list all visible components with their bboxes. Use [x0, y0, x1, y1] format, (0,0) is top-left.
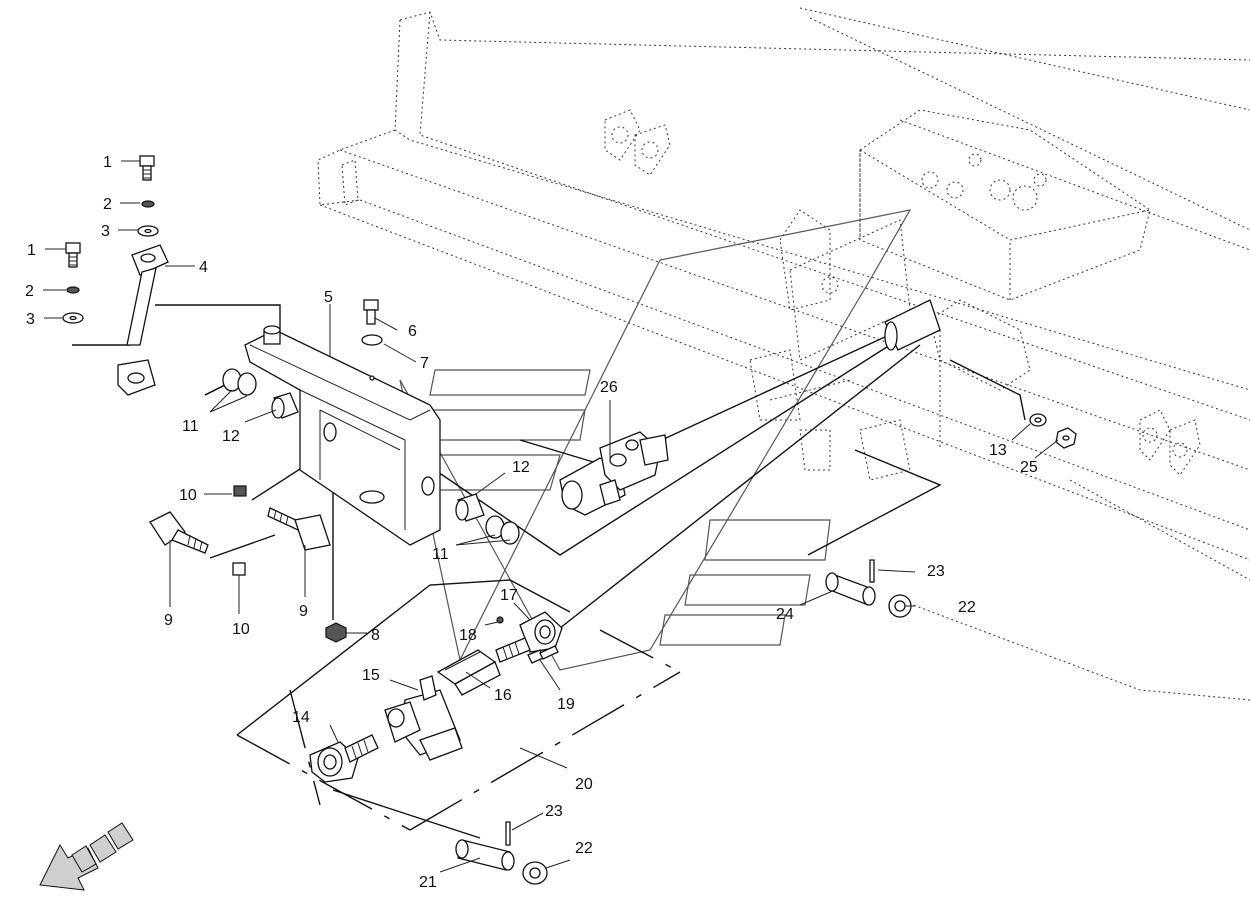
- pivot-bolt-part: [149, 507, 331, 554]
- cotter-pin-part: [505, 559, 875, 846]
- callout-11-left: 11: [182, 418, 199, 435]
- callout-7: 7: [420, 355, 429, 372]
- callout-23-bottom: 23: [545, 803, 563, 820]
- rod-end-17-part: [495, 611, 563, 663]
- callout-22-right: 22: [958, 599, 976, 616]
- callout-12-left: 12: [222, 428, 240, 445]
- callout-10-top: 10: [179, 487, 197, 504]
- leader-lines: [72, 304, 1026, 839]
- callout-8: 8: [371, 627, 380, 644]
- callout-25: 25: [1020, 459, 1038, 476]
- callout-5: 5: [324, 289, 333, 306]
- callout-9-right: 9: [299, 603, 308, 620]
- callout-10-bottom: 10: [232, 621, 250, 638]
- direction-arrow-icon: [39, 822, 134, 891]
- callout-22-bottom: 22: [575, 840, 593, 857]
- nut-25-part: [1055, 427, 1077, 449]
- callout-3-left: 3: [26, 311, 35, 328]
- callout-21: 21: [419, 874, 437, 891]
- pin-21-part: [455, 839, 515, 871]
- callout-11-right: 11: [432, 546, 449, 563]
- callout-19: 19: [557, 696, 575, 713]
- washer-13-part: [1029, 413, 1047, 427]
- bushing-part: [271, 392, 485, 522]
- adjuster-sleeve-part: [436, 649, 501, 696]
- linkage-rod-part: [117, 244, 169, 396]
- o-ring-part: [222, 368, 520, 545]
- callout-2-top: 2: [103, 196, 112, 213]
- callout-1-left: 1: [27, 242, 36, 259]
- callout-15: 15: [362, 667, 380, 684]
- callout-13: 13: [989, 442, 1007, 459]
- callout-23-right: 23: [927, 563, 945, 580]
- clamp-part: [384, 675, 463, 761]
- callout-9-left: 9: [164, 612, 173, 629]
- callout-14: 14: [292, 709, 310, 726]
- grease-nipple-part: [232, 485, 247, 576]
- callout-12-right: 12: [512, 459, 530, 476]
- washer-22-part: [522, 594, 912, 885]
- washer-part: [62, 200, 159, 324]
- shaft-stub-part: [884, 299, 941, 351]
- callout-2-left: 2: [25, 283, 34, 300]
- bracket-part: [244, 325, 441, 546]
- nut-part: [325, 622, 347, 643]
- callout-3-top: 3: [101, 223, 110, 240]
- pin-24-part: [825, 572, 876, 606]
- assembly-boundary: [236, 579, 681, 831]
- callout-4: 4: [199, 259, 208, 276]
- callout-17: 17: [500, 587, 518, 604]
- callout-6: 6: [408, 323, 417, 340]
- bolt-6-part: [361, 299, 383, 381]
- universal-joint-part: [559, 431, 669, 516]
- callout-labels: 1 2 3 1 2 3 4 5 6 7 8 9 9 10 10 11 11 12…: [25, 154, 1038, 891]
- callout-24: 24: [776, 606, 794, 623]
- callout-16: 16: [494, 687, 512, 704]
- callout-1-top: 1: [103, 154, 112, 171]
- rod-end-14-part: [309, 734, 379, 783]
- callout-20: 20: [575, 776, 593, 793]
- callout-18: 18: [459, 627, 477, 644]
- callout-leaders: [43, 160, 1059, 873]
- callout-26: 26: [600, 379, 618, 396]
- machine-frame: [317, 7, 1250, 701]
- bolt-19-part: [527, 645, 559, 664]
